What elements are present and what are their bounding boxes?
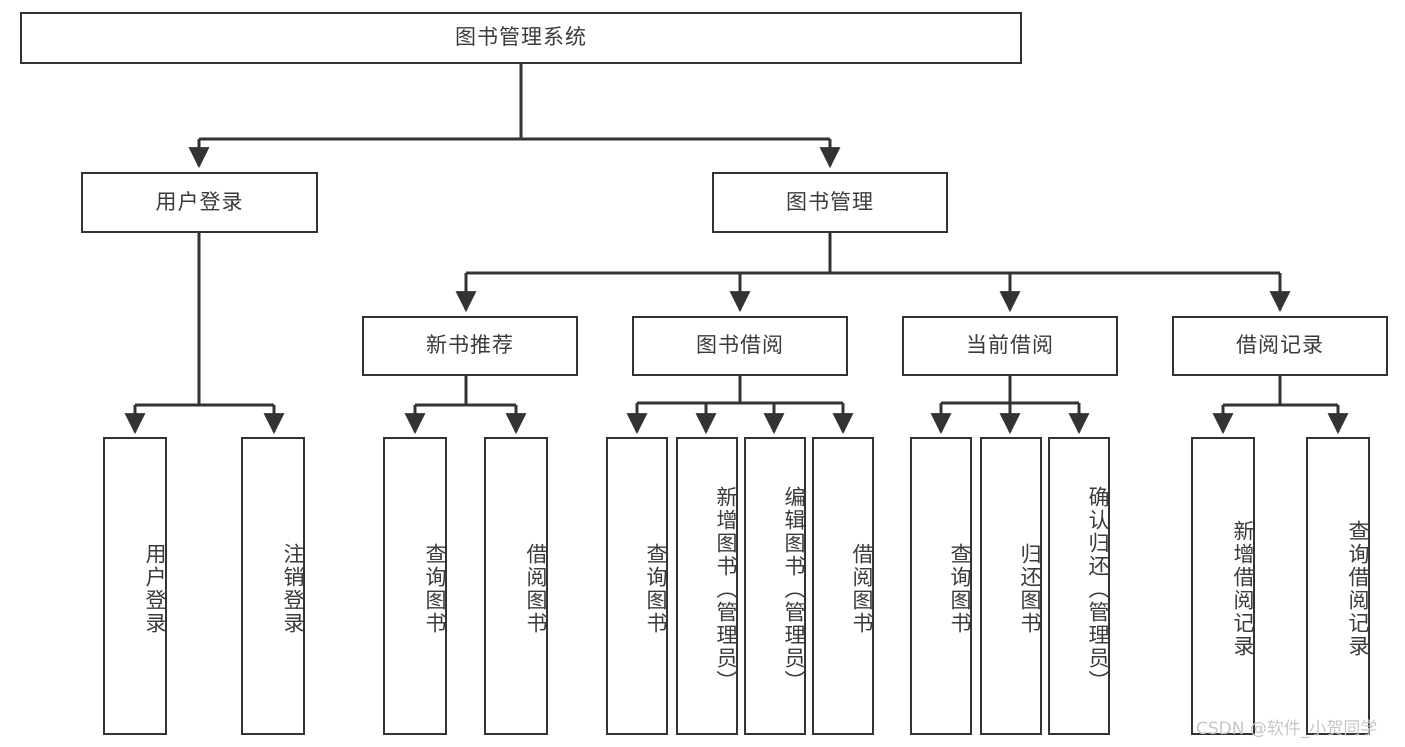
node-root-system[interactable]: 图书管理系统 [20,12,1022,64]
leaf-borrow-book[interactable]: 借阅图书 [812,437,874,735]
leaf-query-book-borrow[interactable]: 查询图书 [606,437,668,735]
leaf-query-book-current[interactable]: 查询图书 [910,437,972,735]
leaf-confirm-return-admin[interactable]: 确认归还（管理员） [1048,437,1110,735]
leaf-logout-label: 注销登录 [281,543,305,635]
leaf-return-book[interactable]: 归还图书 [980,437,1042,735]
node-borrow-records[interactable]: 借阅记录 [1172,316,1388,376]
node-current-borrow[interactable]: 当前借阅 [902,316,1118,376]
leaf-query-book-newbook-label: 查询图书 [423,543,447,635]
node-new-book-recommend[interactable]: 新书推荐 [362,316,578,376]
leaf-logout[interactable]: 注销登录 [241,437,305,735]
watermark-text: CSDN @软件_小贺同学 [1196,719,1378,739]
leaf-query-book-newbook[interactable]: 查询图书 [383,437,447,735]
node-book-borrow[interactable]: 图书借阅 [632,316,848,376]
leaf-borrow-book-newbook[interactable]: 借阅图书 [484,437,548,735]
leaf-add-borrow-record[interactable]: 新增借阅记录 [1191,437,1255,735]
leaf-query-borrow-record-label: 查询借阅记录 [1346,520,1370,658]
node-book-management[interactable]: 图书管理 [712,172,948,233]
leaf-user-login-label: 用户登录 [143,543,167,635]
leaf-add-book-admin[interactable]: 新增图书（管理员） [676,437,738,735]
leaf-user-login[interactable]: 用户登录 [103,437,167,735]
leaf-confirm-return-admin-label: 确认归还（管理员） [1086,485,1110,693]
node-user-login[interactable]: 用户登录 [81,172,318,233]
leaf-query-borrow-record[interactable]: 查询借阅记录 [1306,437,1370,735]
leaf-query-book-current-label: 查询图书 [948,543,972,635]
leaf-borrow-book-newbook-label: 借阅图书 [524,543,548,635]
leaf-query-book-borrow-label: 查询图书 [644,543,668,635]
leaf-add-borrow-record-label: 新增借阅记录 [1231,520,1255,658]
leaf-edit-book-admin-label: 编辑图书（管理员） [782,485,806,693]
leaf-add-book-admin-label: 新增图书（管理员） [714,485,738,693]
leaf-borrow-book-label: 借阅图书 [850,543,874,635]
leaf-return-book-label: 归还图书 [1018,543,1042,635]
leaf-edit-book-admin[interactable]: 编辑图书（管理员） [744,437,806,735]
